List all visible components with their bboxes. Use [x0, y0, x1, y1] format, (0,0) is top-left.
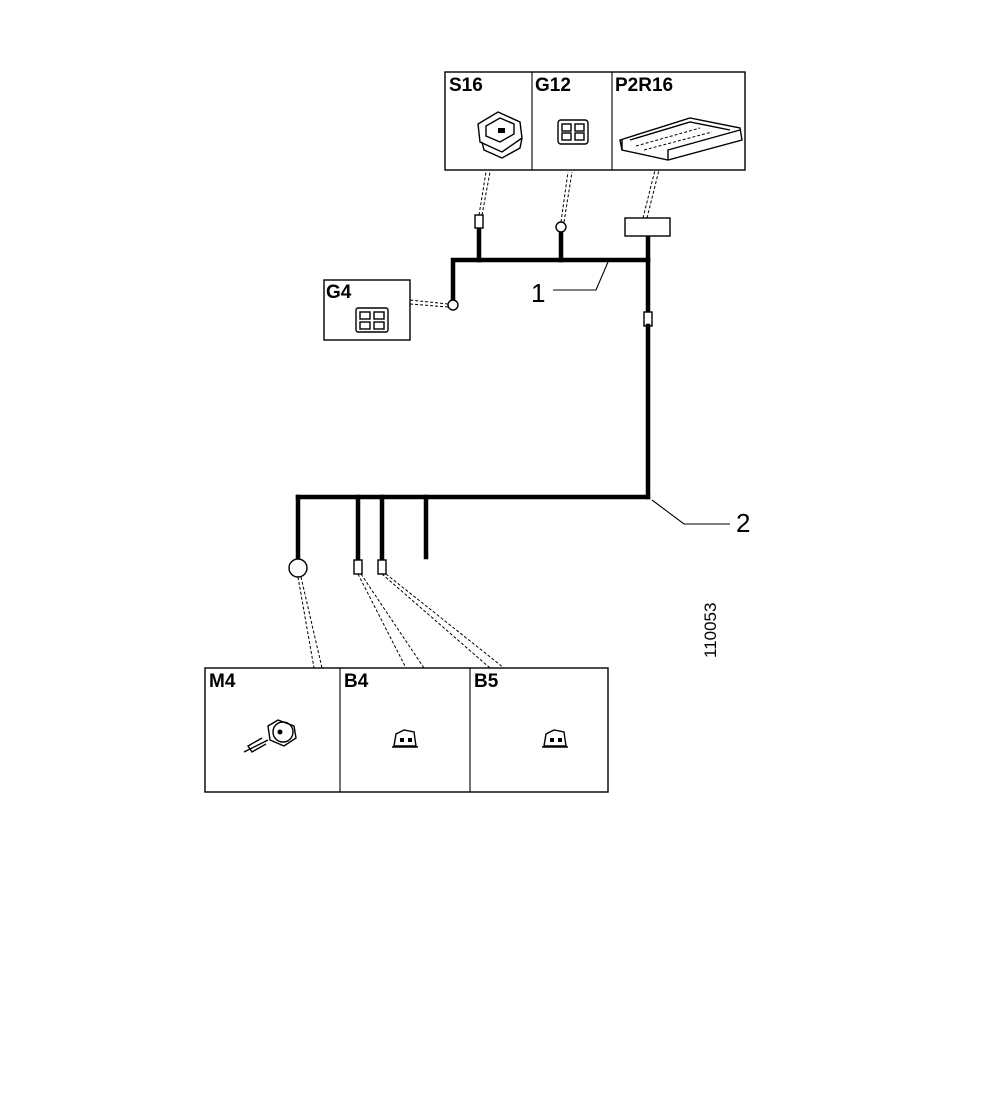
callout-2-label: 2: [736, 508, 750, 538]
component-s16[interactable]: S16: [449, 75, 523, 159]
callout-1: 1: [531, 261, 609, 308]
motor-icon: [243, 719, 297, 753]
component-p2r16[interactable]: P2R16: [615, 75, 743, 161]
harness-2-connectors: [288, 558, 387, 578]
callout-1-label: 1: [531, 278, 545, 308]
sensor-icon: [392, 729, 418, 748]
component-g12[interactable]: G12: [535, 75, 589, 145]
callout-2: 2: [651, 499, 750, 538]
sensor-icon: [542, 729, 568, 748]
component-s16-label: S16: [449, 75, 483, 96]
component-b5[interactable]: B5: [474, 671, 568, 748]
component-b4[interactable]: B4: [344, 671, 418, 748]
harness-2[interactable]: [295, 494, 651, 563]
component-g4-label: G4: [326, 282, 352, 303]
connector-p2r16-plug[interactable]: [624, 217, 671, 237]
component-g4-frame: [323, 279, 411, 341]
harness-2-leaders: [297, 573, 505, 669]
connector-s16-plug[interactable]: [474, 214, 484, 229]
switch-icon: [477, 111, 523, 159]
component-g4[interactable]: G4: [323, 279, 411, 341]
connector-g12-plug[interactable]: [555, 221, 567, 233]
connector-icon: [355, 307, 389, 333]
component-p2r16-label: P2R16: [615, 75, 673, 96]
component-b4-label: B4: [344, 671, 369, 692]
connector-m4-plug[interactable]: [288, 558, 308, 578]
connector-g4-plug[interactable]: [447, 299, 459, 311]
connector-icon: [557, 119, 589, 145]
top-components-frame: [444, 71, 746, 171]
control-unit-icon: [619, 117, 743, 161]
harness-1[interactable]: [450, 225, 651, 303]
harness-link: [643, 257, 653, 500]
component-m4-label: M4: [209, 671, 236, 692]
component-m4[interactable]: M4: [209, 671, 297, 753]
harness-1-connectors: [447, 214, 671, 311]
drawing-number: 110053: [701, 603, 720, 658]
component-b5-label: B5: [474, 671, 499, 692]
component-g12-label: G12: [535, 75, 571, 96]
top-component-strip: S16 G12 P2R16: [444, 71, 746, 171]
bottom-component-strip: M4 B4 B5: [204, 667, 609, 793]
harness-1-trunk: [450, 257, 651, 303]
connector-b4-plug[interactable]: [353, 559, 363, 575]
connector-b5-plug[interactable]: [377, 559, 387, 575]
harness-1-leaders: [409, 169, 660, 308]
